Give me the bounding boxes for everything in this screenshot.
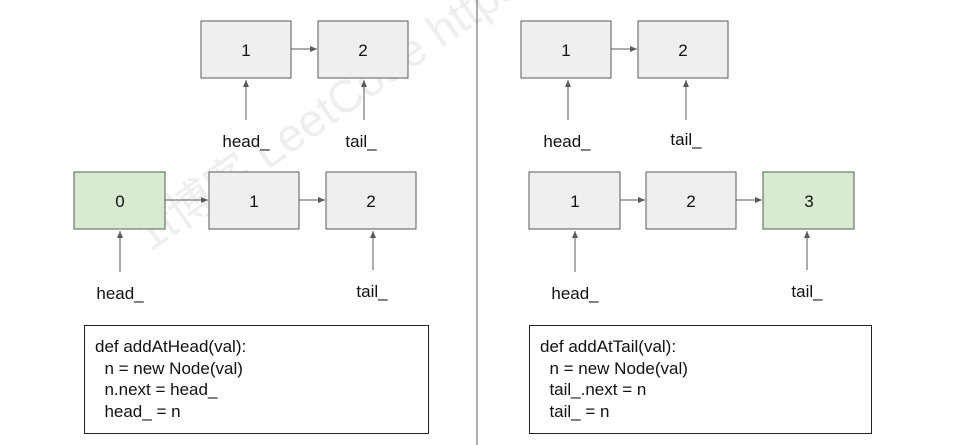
head-label: head_	[543, 132, 591, 151]
list-node: 2	[645, 171, 737, 230]
tail-label: tail_	[791, 282, 823, 301]
code-line: def addAtHead(val):	[95, 337, 247, 356]
code-line: head_ = n	[95, 401, 181, 421]
code-line: tail_.next = n	[540, 380, 647, 399]
node-value: 2	[366, 192, 375, 211]
list-node: 2	[317, 20, 409, 79]
node-value: 2	[678, 41, 687, 60]
list-node: 1	[528, 171, 621, 230]
list-node: 1	[208, 171, 300, 230]
tail-label: tail_	[345, 132, 377, 151]
node-value: 1	[241, 41, 250, 60]
node-value: 1	[249, 192, 258, 211]
node-value: 2	[686, 192, 695, 211]
add-at-tail-code-box: def addAtTail(val): n = new Node(val) ta…	[529, 325, 872, 434]
list-node: 1	[520, 20, 612, 79]
tail-label: tail_	[670, 130, 702, 149]
list-node: 2	[637, 20, 729, 79]
node-value: 0	[115, 192, 124, 211]
right-after-list: 1 2 3 head_ tail_	[528, 171, 855, 303]
code-line: tail_ = n	[540, 401, 610, 421]
add-at-head-code-box: def addAtHead(val): n = new Node(val) n.…	[84, 325, 429, 434]
new-list-node: 0	[73, 171, 166, 230]
code-line: n.next = head_	[95, 380, 218, 399]
node-value: 3	[804, 192, 813, 211]
code-line: n = new Node(val)	[540, 358, 688, 378]
left-after-list: 0 1 2 head_ tail_	[73, 171, 417, 303]
list-node: 1	[200, 20, 292, 79]
right-before-list: 1 2 head_ tail_	[520, 20, 729, 151]
code-line: n = new Node(val)	[95, 358, 243, 378]
node-value: 1	[561, 41, 570, 60]
tail-label: tail_	[356, 282, 388, 301]
node-value: 2	[358, 41, 367, 60]
head-label: head_	[222, 132, 270, 151]
head-label: head_	[551, 284, 599, 303]
node-value: 1	[570, 192, 579, 211]
head-label: head_	[96, 284, 144, 303]
left-before-list: 1 2 head_ tail_	[200, 20, 409, 151]
code-line: def addAtTail(val):	[540, 337, 677, 356]
new-list-node: 3	[762, 171, 855, 230]
list-node: 2	[325, 171, 417, 230]
